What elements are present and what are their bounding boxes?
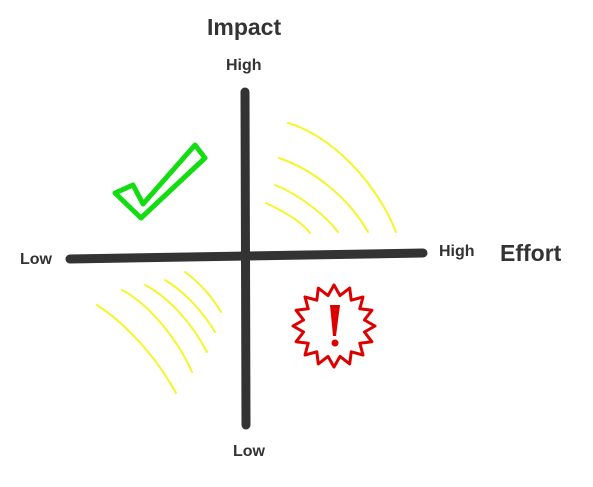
effort-low-label: Low [20, 251, 52, 268]
highlight-stroke [265, 202, 311, 234]
highlight-stroke [164, 279, 216, 333]
highlight-stroke [278, 157, 369, 233]
warning-burst-icon [291, 283, 377, 369]
highlight-stroke [184, 271, 222, 313]
impact-axis-title: Impact [207, 14, 282, 40]
highlight-stroke [287, 122, 397, 233]
effort-axis-title: Effort [500, 240, 562, 266]
highlight-stroke [144, 284, 208, 353]
highlight-stroke [96, 304, 177, 394]
highlight-stroke [274, 184, 339, 233]
highlight-strokes-bottom-left [96, 271, 222, 394]
highlight-strokes-top-right [265, 122, 397, 234]
checkmark-icon [112, 142, 208, 221]
highlight-stroke [121, 289, 193, 373]
effort-axis [65, 248, 428, 264]
impact-low-label: Low [233, 443, 265, 460]
impact-high-label: High [226, 57, 262, 74]
effort-high-label: High [439, 243, 475, 260]
